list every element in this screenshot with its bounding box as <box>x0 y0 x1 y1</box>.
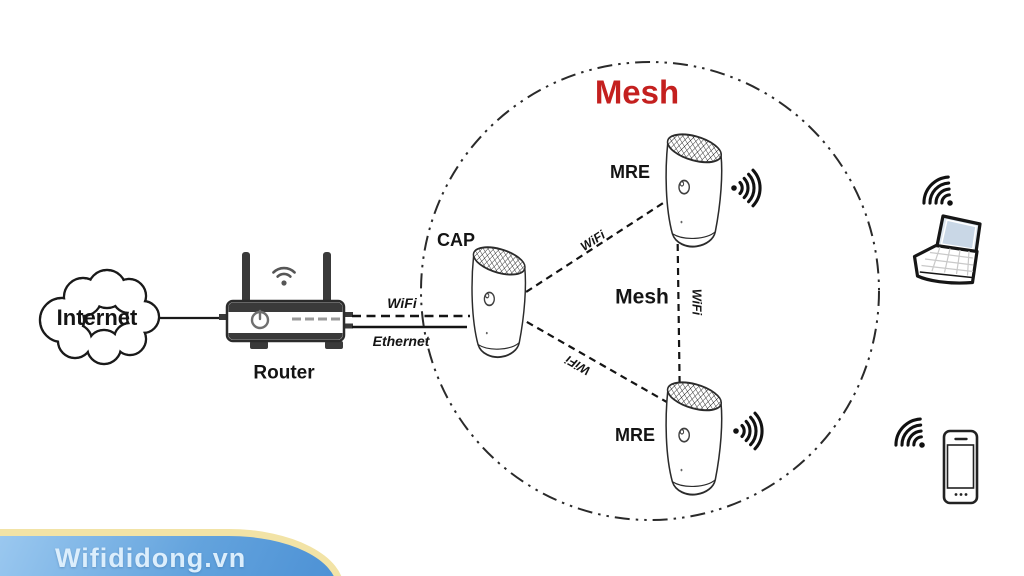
mre-bottom-wifi-signal-icon <box>731 411 764 451</box>
watermark-text: Wifididong.vn <box>55 543 247 573</box>
smartphone-icon <box>942 429 979 505</box>
cap-mrebottom-wifi-line <box>505 309 680 410</box>
mre-top-wifi-signal-icon <box>729 168 762 208</box>
mre-bottom-device-icon <box>664 376 725 496</box>
mre-top-label: MRE <box>610 162 650 182</box>
internet-label: Internet <box>56 305 138 330</box>
mre-mre-wifi-label: WiFi <box>689 288 704 316</box>
router-icon <box>219 252 353 349</box>
router-cap-ethernet-label: Ethernet <box>372 333 430 349</box>
router-label: Router <box>253 362 315 384</box>
mre-bottom-label: MRE <box>615 425 655 445</box>
router-cap-wifi-label: WiFi <box>387 295 417 311</box>
cap-label: CAP <box>436 230 476 250</box>
mre-top-device-icon <box>664 128 725 248</box>
watermark-banner: Wifididong.vn <box>0 529 344 576</box>
laptop-wifi-signal-icon <box>917 170 966 220</box>
router-wifi-icon <box>272 266 296 286</box>
mesh-center-label: Mesh <box>615 285 669 309</box>
phone-wifi-signal-icon <box>889 412 938 462</box>
internet-cloud-icon <box>38 268 161 366</box>
laptop-icon <box>912 214 982 285</box>
mesh-title: Mesh <box>594 73 680 111</box>
cap-mretop-wifi-line <box>505 193 678 306</box>
mesh-boundary-circle <box>420 61 880 521</box>
cap-device-icon <box>470 241 528 359</box>
